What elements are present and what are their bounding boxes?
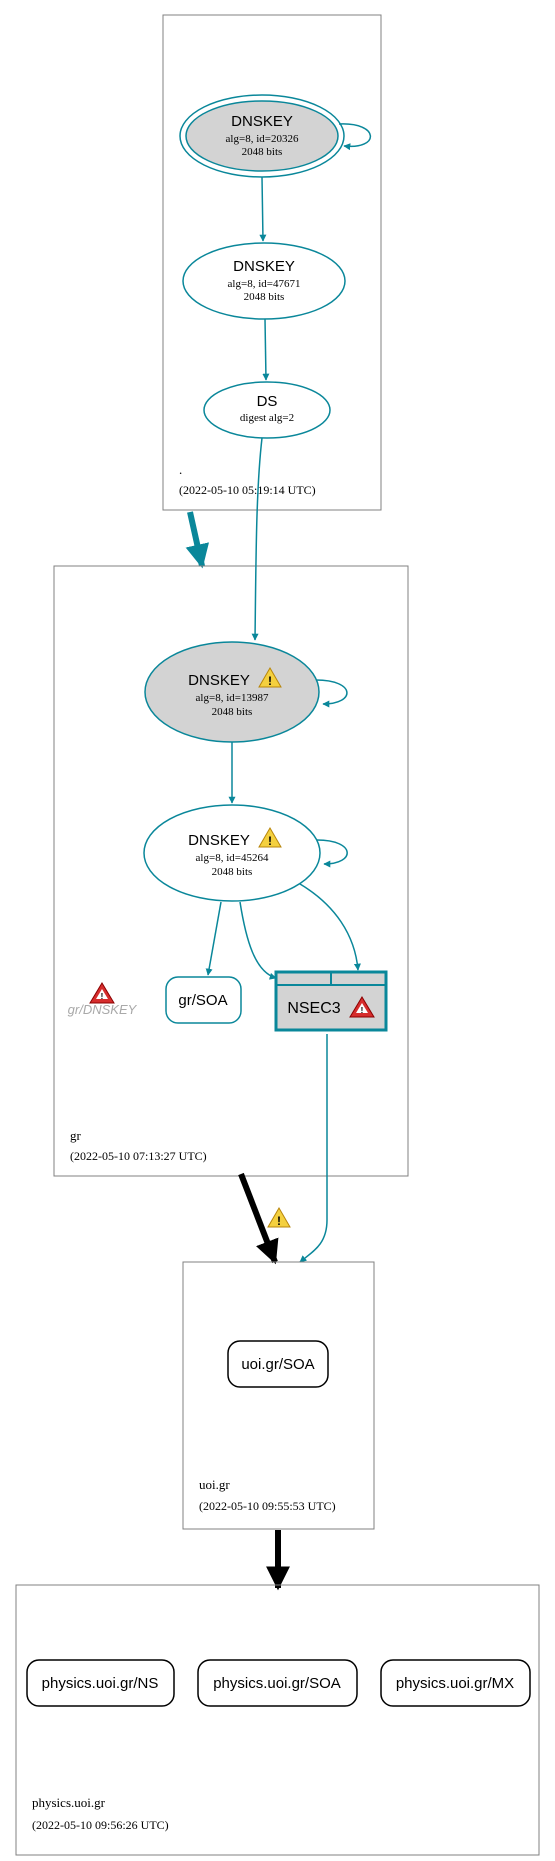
error-icon: ! <box>349 996 375 1018</box>
uoi-soa-label: uoi.gr/SOA <box>241 1356 314 1373</box>
edge-nsec3-to-uoi <box>299 1034 328 1263</box>
root-zsk-line2: 2048 bits <box>244 291 285 303</box>
delegation-root-to-gr <box>185 511 210 569</box>
gr-ksk-self-edge <box>315 679 348 708</box>
gr-soa-node[interactable]: gr/SOA <box>165 976 242 1024</box>
warning-icon: ! <box>258 667 282 688</box>
svg-text:!: ! <box>361 1006 364 1015</box>
root-ksk-line2: 2048 bits <box>242 146 283 158</box>
gr-nsec3-label: NSEC3 <box>287 1000 340 1017</box>
gr-dnskey-label: gr/DNSKEY <box>68 1002 138 1017</box>
root-ksk-line1: alg=8, id=20326 <box>226 133 299 145</box>
root-ds-node[interactable]: DS digest alg=2 <box>203 381 331 439</box>
zone-gr: gr (2022-05-10 07:13:27 UTC) <box>53 565 409 1177</box>
edge-root-zsk-to-ds <box>262 318 270 381</box>
edge-gr-zsk-to-nsec3-a <box>239 901 277 980</box>
svg-text:!: ! <box>268 674 272 688</box>
edge-root-ksk-to-zsk <box>259 176 267 242</box>
zone-gr-timestamp: (2022-05-10 07:13:27 UTC) <box>70 1149 207 1163</box>
gr-zsk-node[interactable]: DNSKEY ! alg=8, id=45264 2048 bits <box>143 804 321 902</box>
zone-uoi: uoi.gr (2022-05-10 09:55:53 UTC) <box>182 1261 375 1530</box>
gr-zsk-self-edge <box>316 839 348 868</box>
svg-text:!: ! <box>277 1214 281 1228</box>
root-zsk-line1: alg=8, id=47671 <box>228 278 301 290</box>
gr-soa-label: gr/SOA <box>178 992 227 1009</box>
warning-icon: ! <box>267 1207 291 1228</box>
uoi-soa-node[interactable]: uoi.gr/SOA <box>227 1340 329 1388</box>
root-zsk-node[interactable]: DNSKEY alg=8, id=47671 2048 bits <box>182 242 346 320</box>
gr-ksk-node[interactable]: DNSKEY ! alg=8, id=13987 2048 bits <box>144 641 320 743</box>
zone-root-timestamp: (2022-05-10 05:19:14 UTC) <box>179 483 316 497</box>
zone-physics-name: physics.uoi.gr <box>32 1795 106 1810</box>
edge-gr-zsk-to-soa <box>205 901 222 976</box>
svg-text:!: ! <box>268 834 272 848</box>
root-ksk-self-edge <box>338 123 372 151</box>
gr-zsk-title: DNSKEY <box>188 832 250 849</box>
gr-zsk-line1: alg=8, id=45264 <box>196 852 269 864</box>
zone-uoi-timestamp: (2022-05-10 09:55:53 UTC) <box>199 1499 336 1513</box>
physics-mx-label: physics.uoi.gr/MX <box>396 1675 514 1692</box>
zone-gr-name: gr <box>70 1128 82 1143</box>
root-ksk-title: DNSKEY <box>231 113 293 130</box>
physics-ns-node[interactable]: physics.uoi.gr/NS <box>26 1659 175 1707</box>
gr-dnskey-error[interactable]: ! gr/DNSKEY <box>68 982 138 1017</box>
zone-physics-timestamp: (2022-05-10 09:56:26 UTC) <box>32 1818 169 1832</box>
gr-nsec3-node[interactable]: NSEC3 ! <box>274 970 388 1032</box>
zone-root-name: . <box>179 462 182 477</box>
root-zsk-title: DNSKEY <box>233 258 295 275</box>
warning-icon: ! <box>258 827 282 848</box>
gr-ksk-line2: 2048 bits <box>212 706 253 718</box>
edge-gr-zsk-to-nsec3-b <box>299 883 361 971</box>
gr-ksk-line1: alg=8, id=13987 <box>196 692 269 704</box>
zone-physics: physics.uoi.gr (2022-05-10 09:56:26 UTC) <box>15 1584 540 1856</box>
root-ds-line1: digest alg=2 <box>240 412 294 424</box>
physics-soa-label: physics.uoi.gr/SOA <box>213 1675 341 1692</box>
svg-text:!: ! <box>101 992 104 1001</box>
physics-ns-label: physics.uoi.gr/NS <box>42 1675 159 1692</box>
edge-ds-to-gr-ksk <box>251 437 263 641</box>
root-ksk-node[interactable]: DNSKEY alg=8, id=20326 2048 bits <box>179 94 345 178</box>
physics-mx-node[interactable]: physics.uoi.gr/MX <box>380 1659 531 1707</box>
delegation-gr-to-uoi <box>238 1172 279 1265</box>
error-icon: ! <box>89 982 115 1004</box>
gr-zsk-line2: 2048 bits <box>212 866 253 878</box>
zone-uoi-name: uoi.gr <box>199 1477 230 1492</box>
root-ds-title: DS <box>257 393 278 410</box>
physics-soa-node[interactable]: physics.uoi.gr/SOA <box>197 1659 358 1707</box>
gr-ksk-title: DNSKEY <box>188 672 250 689</box>
